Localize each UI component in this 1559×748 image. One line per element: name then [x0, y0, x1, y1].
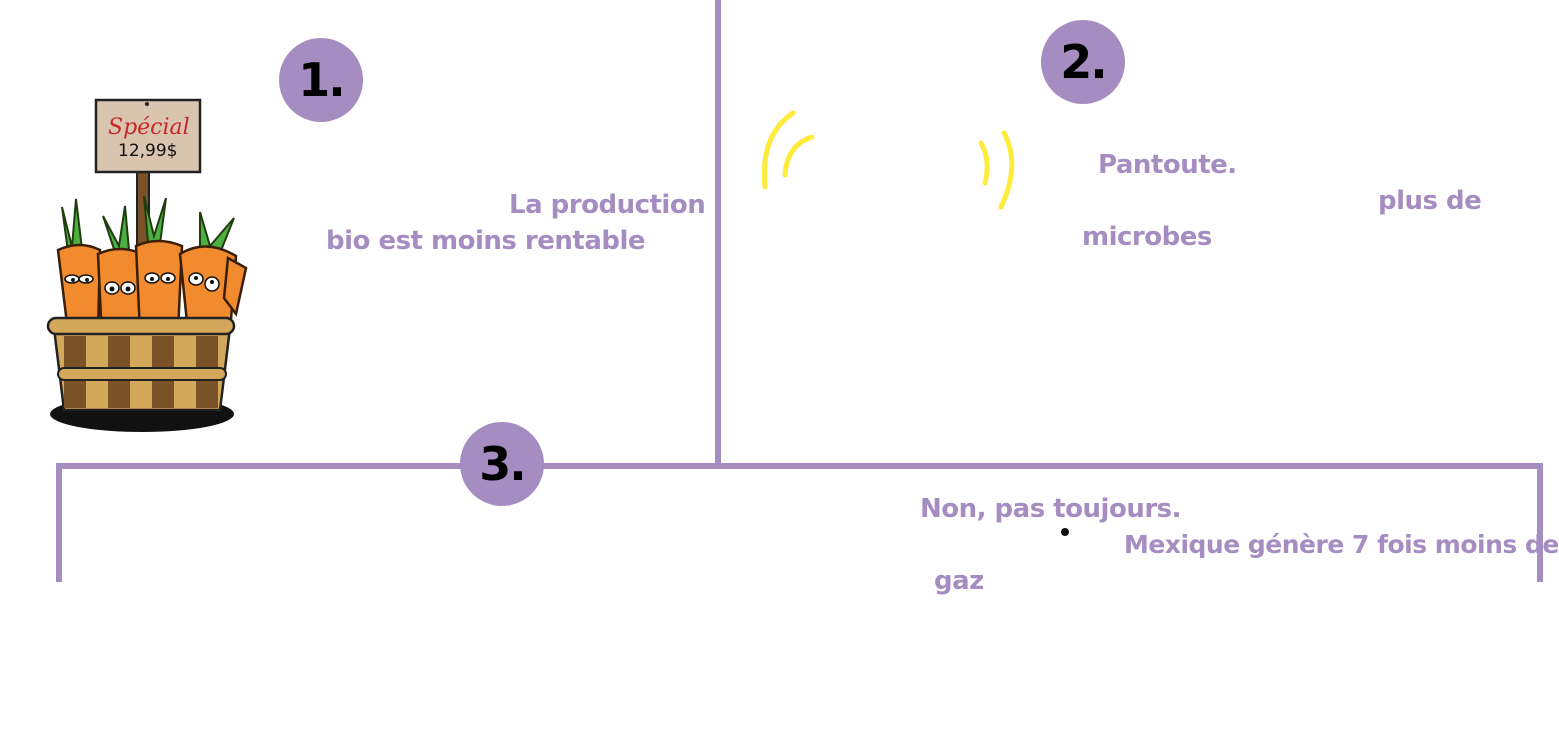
panel-2-text-line-2: plus de [1378, 186, 1482, 216]
panel-1-number: 1. [298, 53, 346, 107]
sign-text-price: 12,99$ [118, 141, 177, 161]
panel-3-number: 3. [479, 437, 527, 491]
dot-marker [1061, 528, 1069, 536]
panel-2-text-line-1: Pantoute. [1098, 150, 1237, 180]
panel-3-number-badge: 3. [460, 422, 544, 506]
panel-1-number-badge: 1. [279, 38, 363, 122]
panel-3-text-line-1: Non, pas toujours. [920, 494, 1182, 524]
panel-2-number: 2. [1060, 35, 1108, 89]
panel-3-text-line-2: Mexique génère 7 fois moins de [1124, 530, 1559, 559]
panel-1-text-line-1: La production [509, 190, 706, 220]
panel-2-text-line-3: microbes [1082, 222, 1212, 252]
carrot-basket-illustration: Spécial 12,99$ [46, 98, 248, 432]
panel-3-text-line-3: gaz [934, 566, 984, 596]
panel-2-number-badge: 2. [1041, 20, 1125, 104]
vertical-divider [715, 0, 721, 466]
panel-3-frame [56, 463, 1543, 582]
panel-1-text-line-2: bio est moins rentable [326, 226, 646, 256]
yellow-bracket-marks [761, 110, 1015, 210]
sign-text-special: Spécial [108, 115, 190, 140]
